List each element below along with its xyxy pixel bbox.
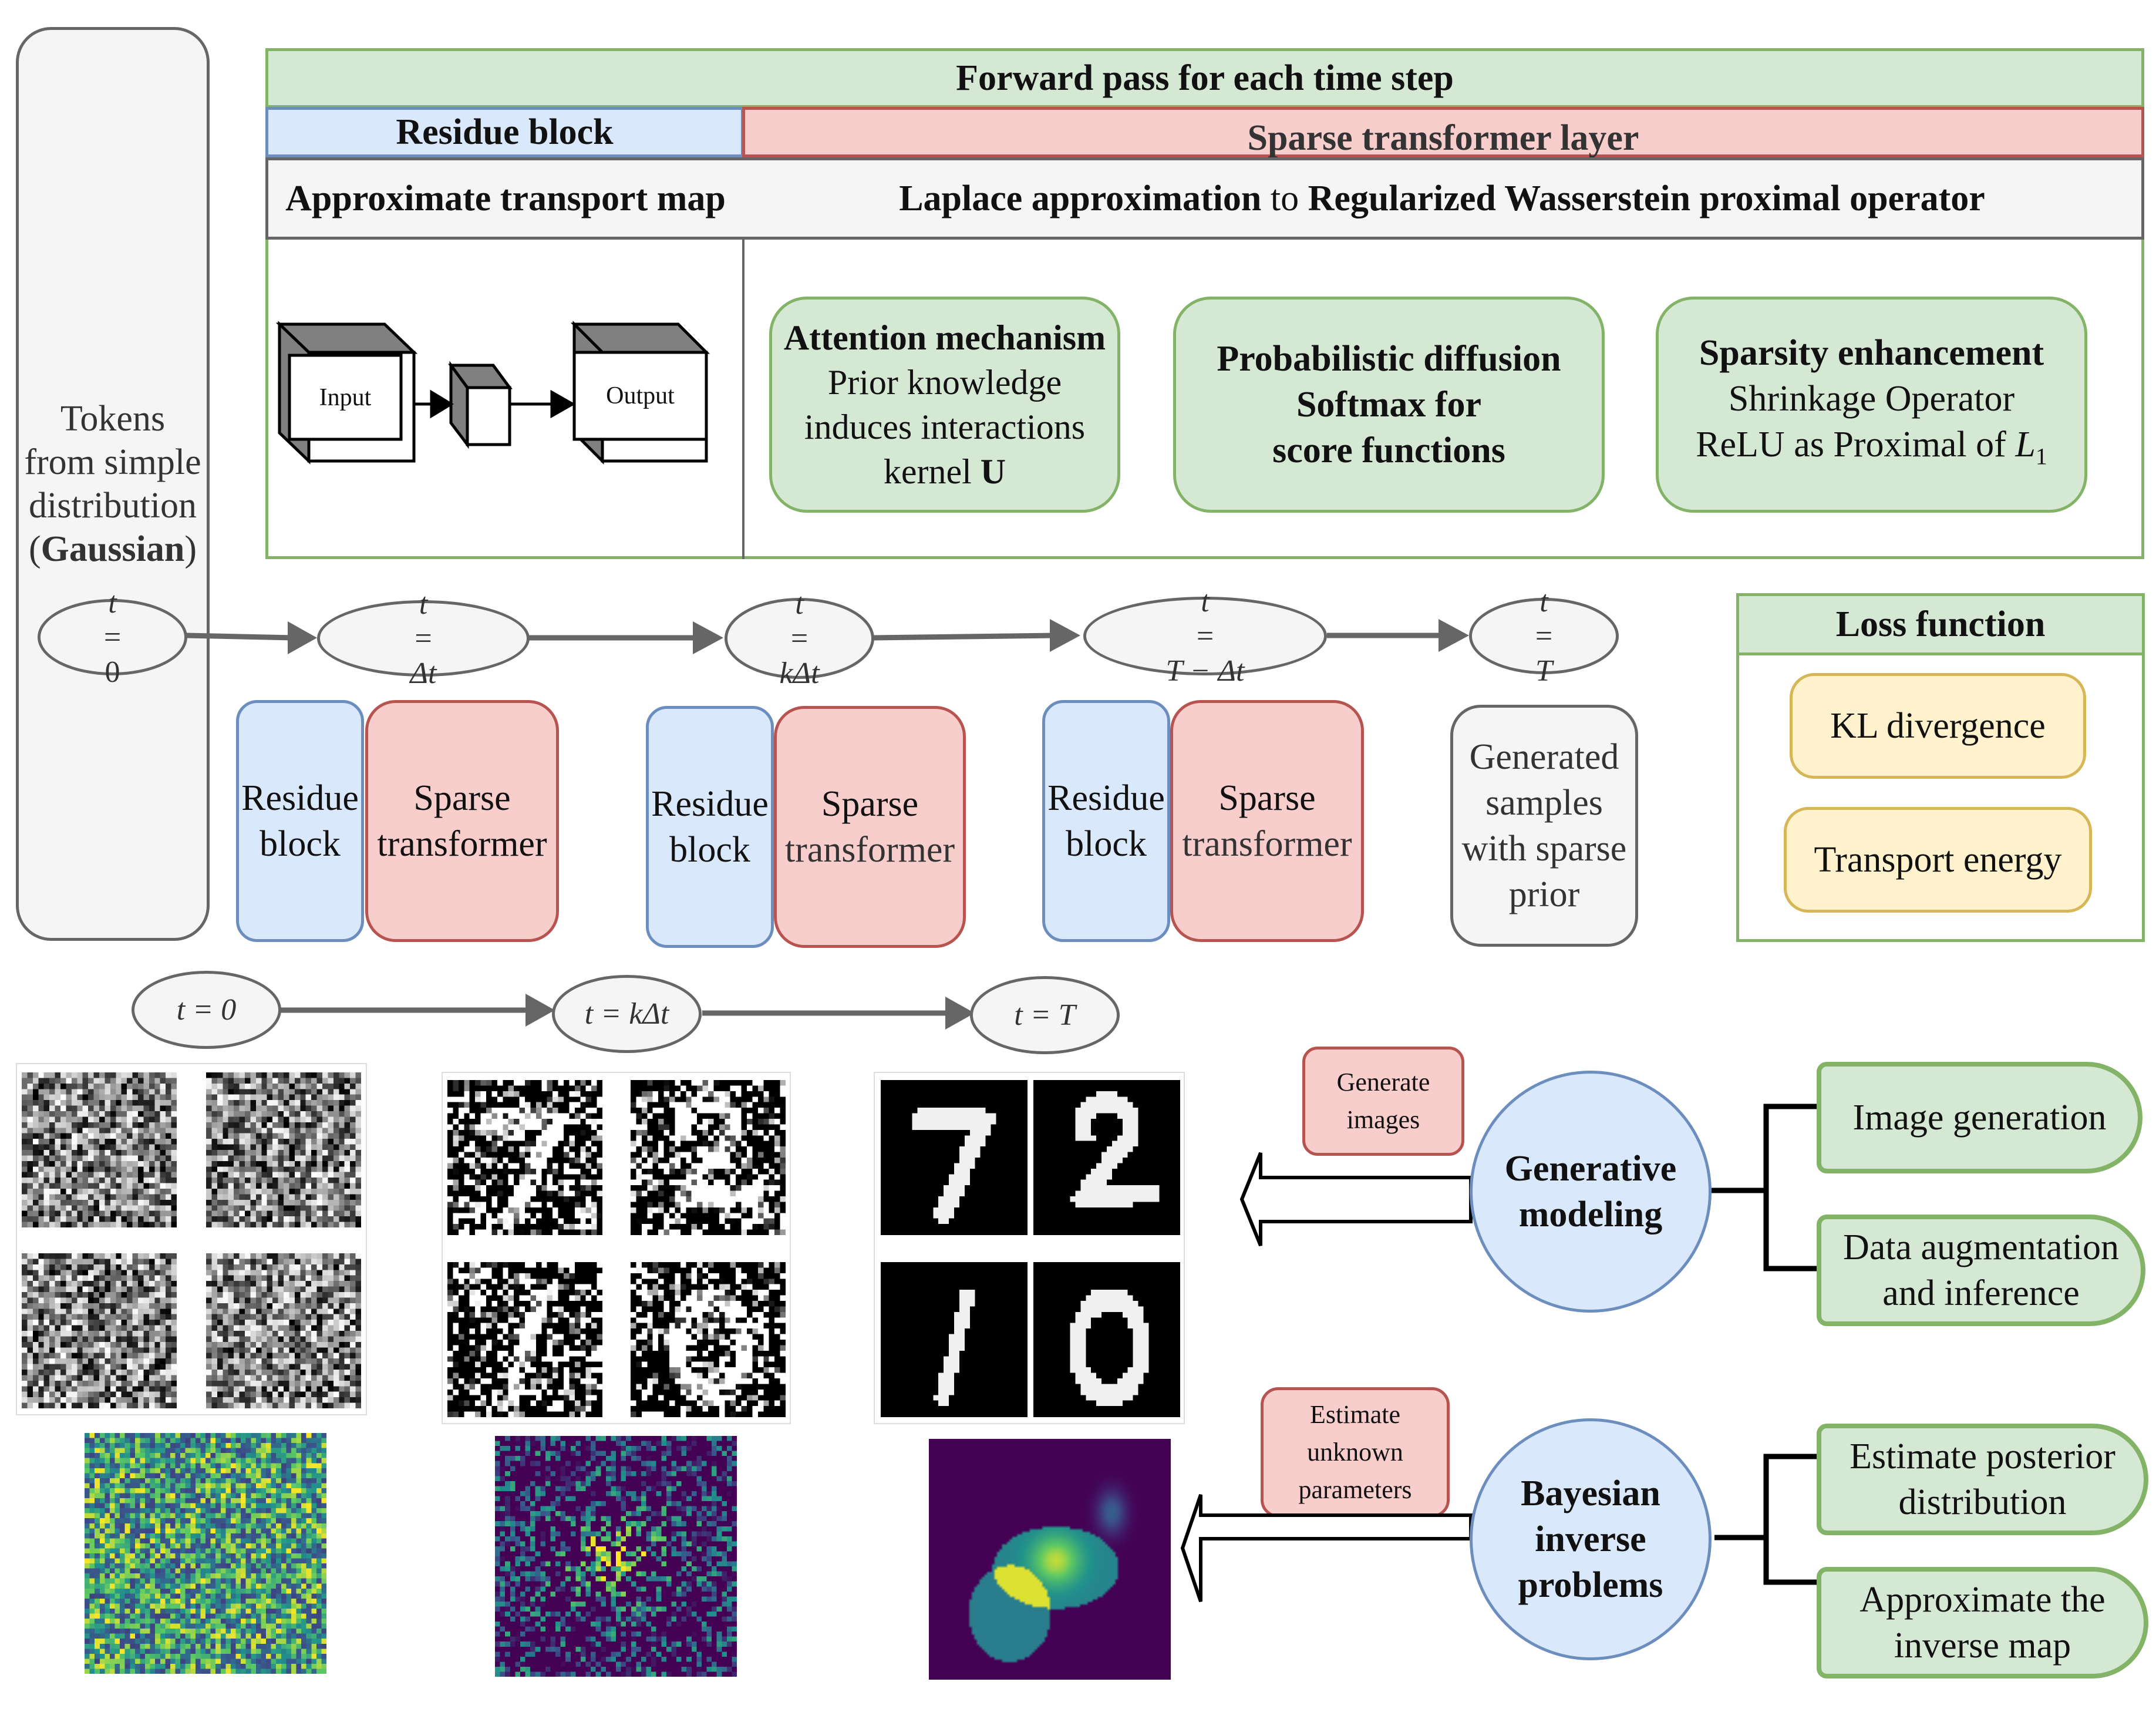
timeline-node: t = T − Δt	[1083, 585, 1327, 688]
denoising-sample-1	[447, 1262, 602, 1417]
output-label: Output	[606, 382, 675, 409]
tokens-panel: Tokens from simple distribution (Gaussia…	[16, 27, 210, 941]
generated-digit-2	[1033, 1080, 1180, 1235]
noise-sample	[206, 1072, 361, 1227]
timeline-arrowhead	[1439, 619, 1469, 652]
denoising-sample-2	[631, 1080, 786, 1235]
viridis-partial-map	[495, 1436, 737, 1677]
generated-digit-1	[881, 1262, 1028, 1417]
noise-grid-tk	[442, 1072, 791, 1424]
timeline-node: t = Δt	[317, 587, 530, 690]
timeline-arrow	[873, 633, 1055, 641]
loss-item: KL divergence	[1790, 673, 2086, 779]
sparse-transformer-header: Sparse transformer layer	[742, 107, 2144, 158]
viridis-posterior-map	[929, 1439, 1171, 1680]
timeline-arrowhead	[525, 994, 555, 1027]
forward-pass-title: Forward pass for each time step	[265, 48, 2144, 108]
denoising-sample-0	[631, 1262, 786, 1417]
noise-sample	[22, 1072, 177, 1227]
generated-digit-0	[1033, 1262, 1180, 1417]
timeline-arrowhead	[693, 621, 723, 654]
residue-block-header: Residue block	[265, 107, 744, 157]
tokens-line: Tokens	[60, 399, 166, 439]
generated-digits-grid	[874, 1072, 1185, 1424]
generated-digit-7	[881, 1080, 1028, 1235]
bottom-timeline-node: t = 0	[132, 971, 281, 1049]
viridis-noise-map	[85, 1433, 326, 1674]
residue-subheader: Approximate transport map	[265, 157, 744, 240]
loss-function-title: Loss function	[1736, 593, 2145, 655]
timeline-node: t = 0	[38, 586, 187, 689]
card-title: Probabilistic diffusion	[1217, 339, 1561, 379]
timeline-arrowhead	[288, 621, 317, 654]
tokens-line: distribution	[29, 486, 197, 526]
hollow-arrow-icon	[1180, 1152, 1473, 1602]
timeline-arrowhead	[1050, 619, 1080, 652]
tree-connector	[1712, 1104, 1817, 1585]
denoising-sample-7	[447, 1080, 602, 1235]
attention-mechanism-card: Attention mechanism Prior knowledge indu…	[769, 297, 1120, 513]
table-divider	[742, 240, 745, 559]
noise-grid-t0	[16, 1063, 367, 1415]
card-title: Attention mechanism	[783, 318, 1106, 357]
timeline-node: t = kΔt	[725, 587, 874, 690]
input-label: Input	[319, 384, 372, 411]
gaussian-label: (Gaussian)	[29, 529, 197, 569]
tokens-line: from simple	[24, 442, 201, 482]
bottom-timeline-node: t = T	[970, 976, 1120, 1054]
use-case-item: Image generation	[1817, 1062, 2142, 1173]
noise-sample	[206, 1253, 361, 1408]
sparse-subheader: Laplace approximation to Regularized Was…	[743, 157, 2144, 240]
sparsity-enhancement-card: Sparsity enhancement Shrinkage Operator …	[1656, 297, 2087, 513]
bottom-timeline-node: t = kΔt	[552, 975, 702, 1053]
probabilistic-diffusion-card: Probabilistic diffusion Softmax for scor…	[1173, 297, 1605, 513]
loss-item: Transport energy	[1784, 807, 2092, 913]
noise-sample	[22, 1253, 177, 1408]
card-title: Sparsity enhancement	[1699, 332, 2044, 373]
timeline-node: t = T	[1469, 585, 1619, 688]
